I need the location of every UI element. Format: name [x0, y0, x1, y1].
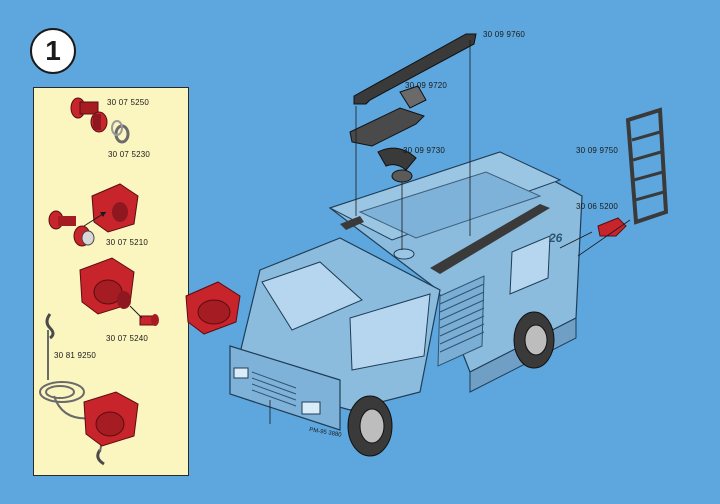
winch-with-cable-part-icon	[83, 391, 139, 447]
step-number: 1	[45, 35, 61, 66]
step-number-badge: 1	[30, 28, 76, 74]
part-code-hook-cable: 30 81 9250	[54, 351, 97, 360]
red-nozzle-part-icon	[597, 217, 627, 237]
winch-assembly-part-icon	[79, 257, 135, 315]
red-winch-part-icon	[185, 281, 241, 335]
roof-number: 26	[548, 231, 563, 245]
clip-part-icon	[111, 120, 130, 144]
roof-rail-part-icon	[353, 33, 477, 105]
part-code-clip: 30 07 5230	[108, 150, 151, 159]
leader-lines	[269, 40, 631, 424]
part-code-pin: 30 07 5240	[106, 334, 149, 343]
part-code-reel: 30 07 5250	[107, 98, 150, 107]
part-code-ladder-turret: 30 09 9720	[405, 81, 448, 90]
pin-part-icon	[139, 314, 159, 326]
part-code-roof-rail: 30 09 9760	[483, 30, 526, 39]
part-code-water-cannon: 30 09 9730	[403, 146, 446, 155]
part-code-side-ladder: 30 09 9750	[576, 146, 619, 155]
reel-part-icon	[70, 97, 108, 133]
part-code-bracket: 30 07 5210	[106, 238, 149, 247]
spool-part-icon	[48, 210, 95, 247]
part-code-nozzle: 30 06 5200	[576, 202, 619, 211]
winch-bracket-part-icon	[91, 183, 139, 233]
side-ladder-part-icon	[625, 107, 669, 225]
ladder-turret-part-icon	[349, 85, 427, 147]
water-cannon-part-icon	[377, 147, 417, 183]
hook-cable-part-icon	[39, 313, 105, 466]
truck-body	[229, 151, 583, 457]
license-plate: PM-95 3880	[309, 427, 343, 439]
